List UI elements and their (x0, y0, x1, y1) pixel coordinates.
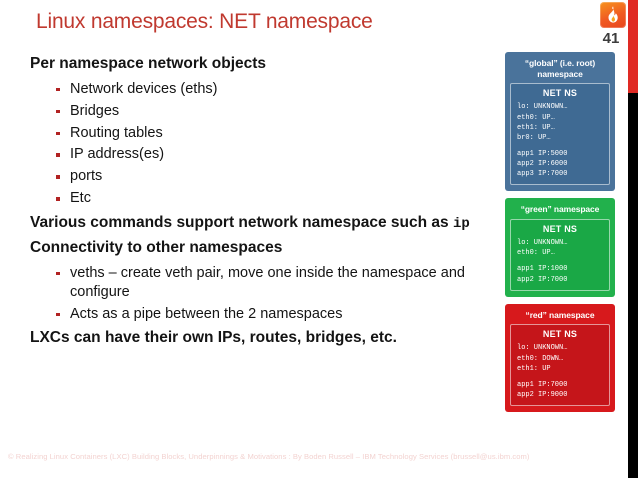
list-item: Network devices (eths) (56, 80, 500, 99)
footer-attribution: © Realizing Linux Containers (LXC) Build… (8, 452, 530, 461)
net-ns-label: NET NS (542, 329, 578, 340)
heading-lxcs-own-ips: LXCs can have their own IPs, routes, bri… (30, 329, 397, 347)
app-line: app1 IP:5000 (517, 149, 568, 158)
edge-accent-red (628, 0, 638, 93)
interface-line: lo: UNKNOWN… (517, 239, 568, 248)
interface-line: lo: UNKNOWN… (517, 344, 568, 353)
list-item: Acts as a pipe between the 2 namespaces (56, 305, 500, 324)
page-title: Linux namespaces: NET namespace (36, 10, 373, 33)
red-namespace-title: “red” namespace (525, 309, 595, 320)
red-namespace-box: “red” namespace NET NS lo: UNKNOWN… eth0… (505, 303, 615, 413)
app-line: app1 IP:7000 (517, 380, 568, 389)
heading-various-commands-text: Various commands support network namespa… (30, 213, 453, 231)
heading-various-commands: Various commands support network namespa… (30, 214, 500, 233)
edge-accent-black (628, 93, 638, 478)
green-net-ns-panel: NET NS lo: UNKNOWN… eth0: UP… app1 IP:10… (510, 219, 610, 291)
green-namespace-box: “green” namespace NET NS lo: UNKNOWN… et… (505, 198, 615, 297)
app-line: app2 IP:6000 (517, 160, 568, 169)
app-line: app2 IP:7000 (517, 275, 568, 284)
namespace-diagram: “global” (i.e. root) namespace NET NS lo… (505, 52, 615, 419)
command-ip: ip (452, 215, 470, 232)
heading-connectivity: Connectivity to other namespaces (30, 239, 283, 257)
list-item: veths – create veth pair, move one insid… (56, 264, 500, 302)
interface-line: eth1: UP (517, 364, 551, 373)
page-number: 41 (602, 30, 620, 47)
app-line: app3 IP:7000 (517, 170, 568, 179)
bullet-list-connectivity: veths – create veth pair, move one insid… (30, 264, 500, 324)
interface-line: eth0: DOWN… (517, 354, 564, 363)
red-net-ns-panel: NET NS lo: UNKNOWN… eth0: DOWN… eth1: UP… (510, 324, 610, 407)
app-line: app1 IP:1000 (517, 265, 568, 274)
app-line: app2 IP:9000 (517, 390, 568, 399)
global-namespace-title: “global” (i.e. root) namespace (524, 58, 596, 79)
list-item: Bridges (56, 102, 500, 121)
slide-body: Per namespace network objects Network de… (30, 55, 500, 354)
global-namespace-box: “global” (i.e. root) namespace NET NS lo… (505, 52, 615, 192)
interface-line: eth0: UP… (517, 249, 555, 258)
green-namespace-title: “green” namespace (520, 204, 600, 215)
net-ns-label: NET NS (542, 88, 578, 99)
interface-line: lo: UNKNOWN… (517, 103, 568, 112)
global-net-ns-panel: NET NS lo: UNKNOWN… eth0: UP… eth1: UP… … (510, 83, 610, 186)
list-item: IP address(es) (56, 145, 500, 164)
flame-icon (600, 2, 626, 28)
heading-per-namespace-network-objects: Per namespace network objects (30, 55, 267, 72)
interface-line: eth0: UP… (517, 113, 555, 122)
list-item: Routing tables (56, 124, 500, 143)
list-item: ports (56, 167, 500, 186)
interface-line: br0: UP… (517, 133, 551, 142)
bullet-list-network-objects: Network devices (eths) Bridges Routing t… (30, 80, 500, 208)
interface-line: eth1: UP… (517, 123, 555, 132)
net-ns-label: NET NS (542, 224, 578, 235)
list-item: Etc (56, 189, 500, 208)
